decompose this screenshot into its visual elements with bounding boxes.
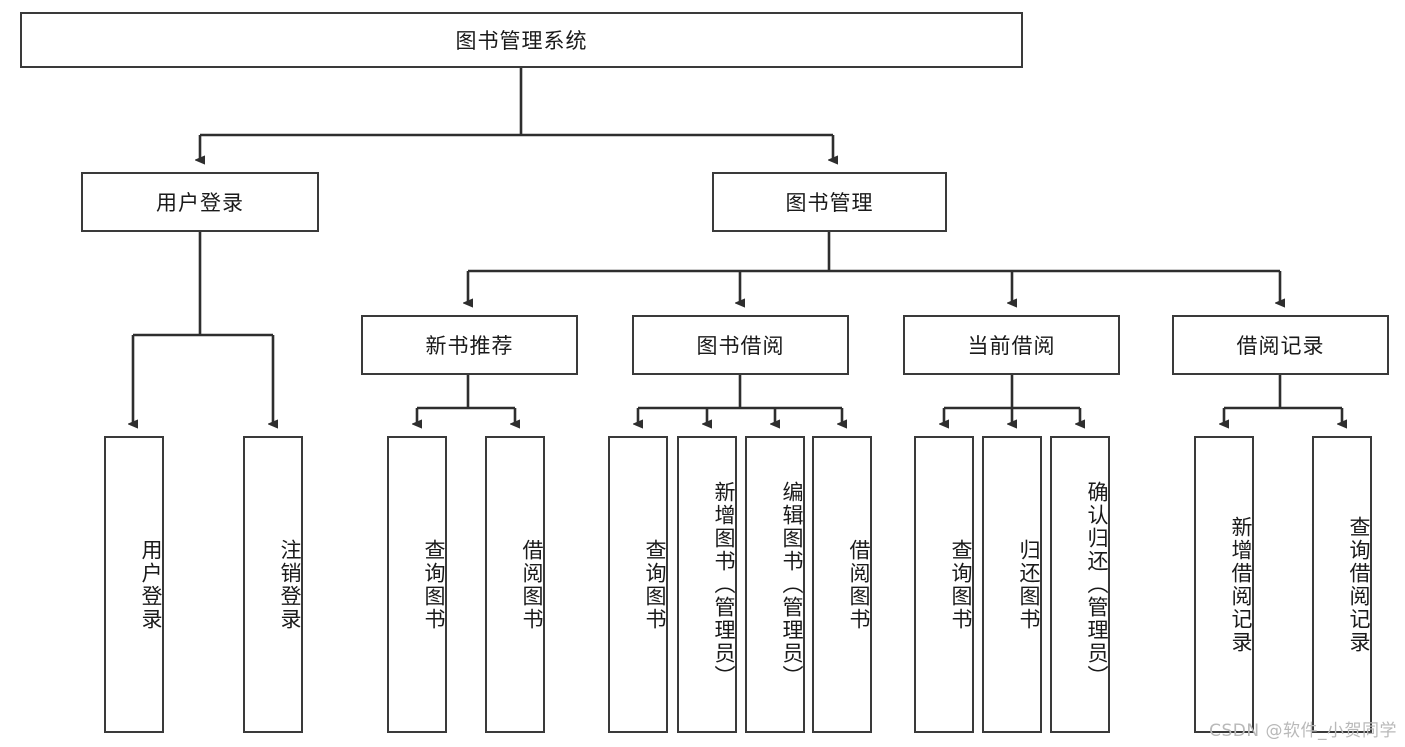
node-leaf-new-book-query[interactable]: 查询图书 xyxy=(387,436,447,733)
node-leaf-borrow-borrow-book[interactable]: 借阅图书 xyxy=(812,436,872,733)
node-leaf-borrow-edit-admin[interactable]: 编辑图书（管理员） xyxy=(745,436,805,733)
node-root-label: 图书管理系统 xyxy=(455,29,588,53)
node-leaf-label: 借阅图书 xyxy=(520,538,544,631)
node-current-borrow[interactable]: 当前借阅 xyxy=(903,315,1120,375)
node-leaf-borrow-add-admin[interactable]: 新增图书（管理员） xyxy=(677,436,737,733)
node-leaf-current-confirm-return-admin[interactable]: 确认归还（管理员） xyxy=(1050,436,1110,733)
node-leaf-user-login-signout[interactable]: 注销登录 xyxy=(243,436,303,733)
node-leaf-label: 借阅图书 xyxy=(847,538,871,631)
node-leaf-label: 查询图书 xyxy=(422,538,446,631)
node-book-management[interactable]: 图书管理 xyxy=(712,172,947,232)
node-leaf-label: 查询借阅记录 xyxy=(1347,515,1371,654)
node-book-borrow-label: 图书借阅 xyxy=(696,334,785,358)
node-leaf-record-add[interactable]: 新增借阅记录 xyxy=(1194,436,1254,733)
node-leaf-record-query[interactable]: 查询借阅记录 xyxy=(1312,436,1372,733)
node-borrow-record-label: 借阅记录 xyxy=(1236,334,1325,358)
node-root[interactable]: 图书管理系统 xyxy=(20,12,1023,68)
node-leaf-borrow-query[interactable]: 查询图书 xyxy=(608,436,668,733)
node-leaf-label: 新增图书（管理员） xyxy=(712,481,736,688)
node-book-borrow[interactable]: 图书借阅 xyxy=(632,315,849,375)
node-new-book-recommend-label: 新书推荐 xyxy=(425,334,514,358)
node-leaf-label: 新增借阅记录 xyxy=(1229,515,1253,654)
node-book-management-label: 图书管理 xyxy=(785,191,874,215)
node-user-login-label: 用户登录 xyxy=(156,191,244,215)
node-leaf-label: 编辑图书（管理员） xyxy=(780,481,804,688)
node-leaf-label: 注销登录 xyxy=(278,538,302,631)
node-leaf-label: 归还图书 xyxy=(1017,538,1041,631)
node-leaf-current-query[interactable]: 查询图书 xyxy=(914,436,974,733)
node-leaf-new-book-borrow[interactable]: 借阅图书 xyxy=(485,436,545,733)
node-current-borrow-label: 当前借阅 xyxy=(967,334,1056,358)
node-leaf-label: 查询图书 xyxy=(949,538,973,631)
node-borrow-record[interactable]: 借阅记录 xyxy=(1172,315,1389,375)
node-new-book-recommend[interactable]: 新书推荐 xyxy=(361,315,578,375)
watermark: CSDN @软件_小贺同学 xyxy=(1209,721,1397,741)
node-user-login[interactable]: 用户登录 xyxy=(81,172,319,232)
node-leaf-user-login-signin[interactable]: 用户登录 xyxy=(104,436,164,733)
node-leaf-current-return[interactable]: 归还图书 xyxy=(982,436,1042,733)
node-leaf-label: 查询图书 xyxy=(643,538,667,631)
node-leaf-label: 确认归还（管理员） xyxy=(1085,481,1109,688)
node-leaf-label: 用户登录 xyxy=(139,538,163,631)
